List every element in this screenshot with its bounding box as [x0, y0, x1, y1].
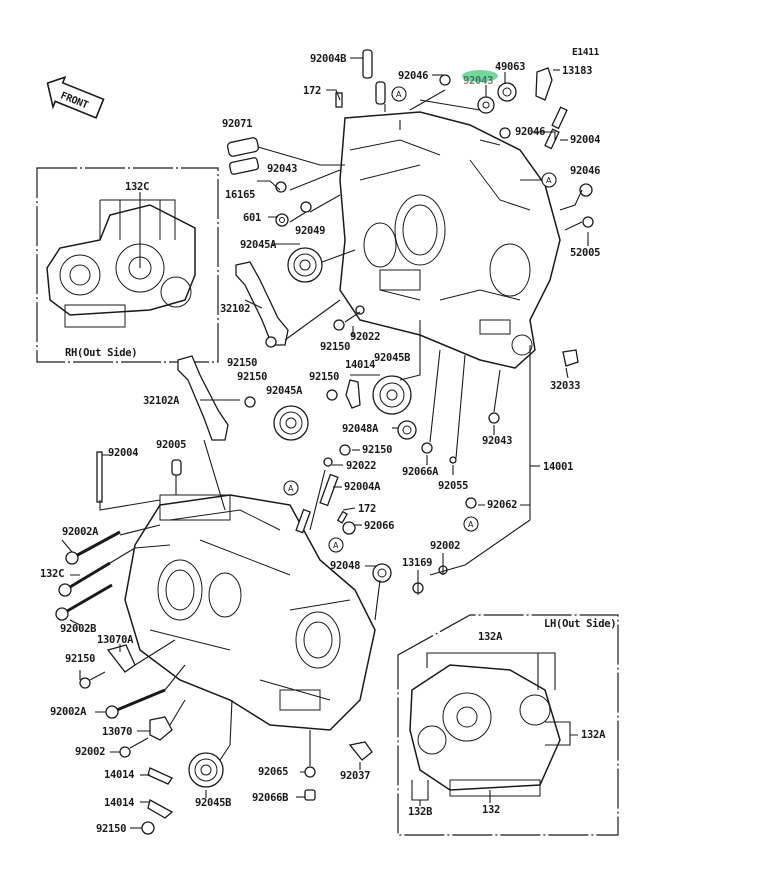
callout: 92150 — [320, 341, 350, 353]
callout: 13183 — [562, 65, 592, 77]
callout: 92043 — [482, 435, 512, 447]
callout: 52005 — [570, 247, 600, 259]
callout: 92045B — [374, 352, 410, 364]
upper-crankcase-half — [339, 111, 561, 369]
callout: 92046 — [515, 126, 545, 138]
svg-text:A: A — [396, 90, 402, 99]
callout: 92046 — [570, 165, 600, 177]
reference-mark-a: A — [463, 516, 479, 532]
callout: 32102 — [220, 303, 250, 315]
svg-text:A: A — [288, 484, 294, 493]
page-reference: E1411 — [572, 47, 600, 58]
callout: 92150 — [96, 823, 126, 835]
callout: 92004 — [108, 447, 138, 459]
callout-132a-right: 132A — [581, 729, 606, 741]
callout-132a-top: 132A — [478, 631, 503, 643]
lower-crankcase-half — [124, 494, 376, 731]
callout: 14014 — [345, 359, 375, 371]
callout: 92045B — [195, 797, 231, 809]
callout: 92043 — [267, 163, 297, 175]
callout: 92055 — [438, 480, 468, 492]
rh-crankcase-view — [46, 199, 196, 328]
callout: 92002B — [60, 623, 96, 635]
callout-132: 132 — [482, 804, 500, 816]
callout: 92002 — [75, 746, 105, 758]
callout: 92150 — [237, 371, 267, 383]
callout: 92150 — [65, 653, 95, 665]
parts — [55, 49, 594, 835]
callout: 13070A — [97, 634, 134, 646]
reference-mark-a: A — [391, 86, 407, 102]
svg-text:A: A — [546, 176, 552, 185]
callout: 172 — [358, 503, 376, 515]
callout: 14001 — [543, 461, 573, 473]
callout: 172 — [303, 85, 321, 97]
reference-marks: A A A A A — [283, 86, 557, 553]
svg-text:A: A — [333, 541, 339, 550]
callout: 92022 — [350, 331, 380, 343]
callout: 92048A — [342, 423, 379, 435]
callout: 32102A — [143, 395, 180, 407]
callout: 92002 — [430, 540, 460, 552]
callout: 16165 — [225, 189, 255, 201]
callout: 13070 — [102, 726, 132, 738]
rh-inset-caption: RH(Out Side) — [65, 347, 137, 359]
callout: 92071 — [222, 118, 252, 130]
lh-inset-caption: LH(Out Side) — [544, 618, 616, 630]
callout: 92004A — [344, 481, 381, 493]
callout: 132C — [40, 568, 64, 580]
callout-labels: 92004B 172 92046 92043 49063 13183 92071… — [40, 53, 600, 835]
reference-mark-a: A — [541, 172, 557, 188]
callout: 92062 — [487, 499, 517, 511]
callout: 92045A — [240, 239, 277, 251]
leader-lines — [61, 57, 589, 829]
callout-132c-rh: 132C — [125, 181, 149, 193]
callout: 92066B — [252, 792, 288, 804]
callout: 92150 — [309, 371, 339, 383]
callout: 92046 — [398, 70, 428, 82]
callout: 32033 — [550, 380, 580, 392]
callout-highlighted: 92043 — [463, 75, 493, 87]
callout: 49063 — [495, 61, 525, 73]
callout: 14014 — [104, 769, 134, 781]
callout: 92066A — [402, 466, 439, 478]
highlight-marker — [462, 70, 498, 82]
callout: 92045A — [266, 385, 303, 397]
callout: 14014 — [104, 797, 134, 809]
callout: 92066 — [364, 520, 394, 532]
rh-inset: 132C RH(Out Side) — [36, 167, 219, 363]
front-arrow-icon: FRONT — [46, 75, 105, 119]
lh-crankcase-view — [409, 664, 561, 797]
svg-text:A: A — [468, 520, 474, 529]
callout: 92048 — [330, 560, 360, 572]
reference-mark-a: A — [283, 480, 299, 496]
callout: 92150 — [227, 357, 257, 369]
callout: 92022 — [346, 460, 376, 472]
reference-mark-a: A — [328, 537, 344, 553]
callout: 92002A — [50, 706, 87, 718]
callout: 92150 — [362, 444, 392, 456]
callout: 92065 — [258, 766, 288, 778]
callout: 92004 — [570, 134, 600, 146]
callout: 92037 — [340, 770, 370, 782]
callout: 92002A — [62, 526, 99, 538]
callout: 92049 — [295, 225, 325, 237]
bolt-92004b-shape — [362, 49, 373, 79]
callout: 13169 — [402, 557, 432, 569]
callout: 92005 — [156, 439, 186, 451]
callout-132b: 132B — [408, 806, 432, 818]
callout: 601 — [243, 212, 261, 224]
lh-inset: 132A 132A 132B 132 LH(Out Side) — [397, 614, 619, 836]
callout: 92004B — [310, 53, 346, 65]
